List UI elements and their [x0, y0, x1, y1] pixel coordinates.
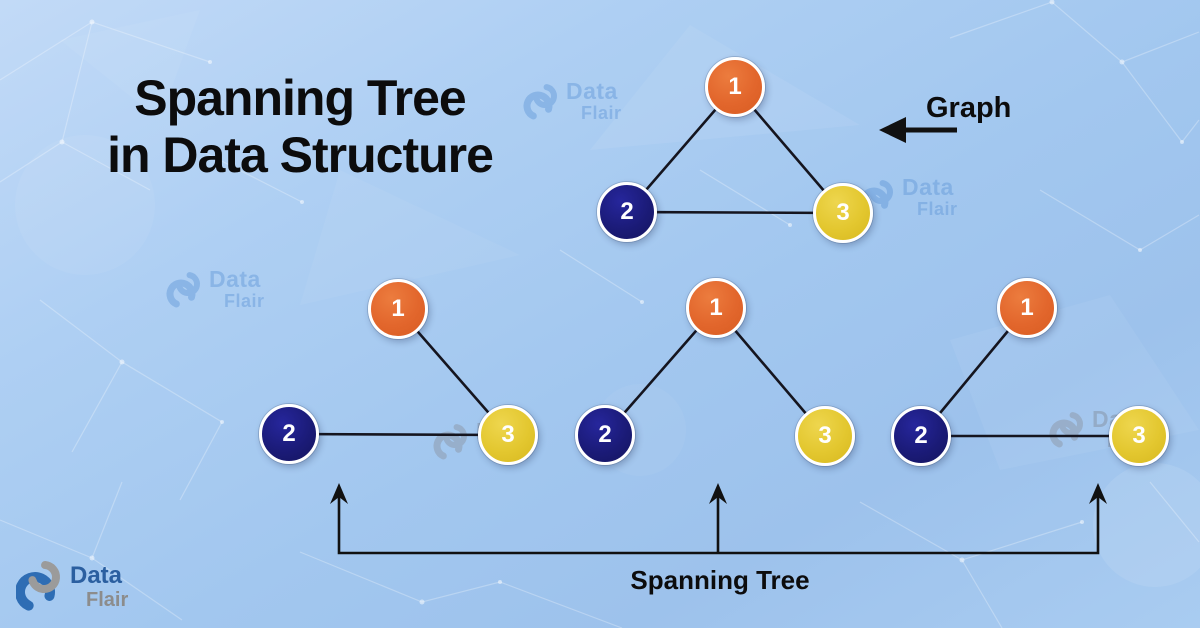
tree3-node-1: 1 [997, 278, 1057, 338]
dataflair-swirl-icon [166, 272, 200, 309]
tree3-node-3: 3 [1109, 406, 1169, 466]
page-title-line1: Spanning Tree [134, 70, 467, 126]
dataflair-swirl-icon [523, 84, 557, 121]
tree2-node-2: 2 [575, 405, 635, 465]
graph-node-3: 3 [813, 183, 873, 243]
spanning-tree-caption: Spanning Tree [630, 565, 810, 595]
tree2-node-3: 3 [795, 406, 855, 466]
watermark-data-text: Data [902, 174, 954, 200]
page-title-line2: in Data Structure [107, 127, 494, 183]
tree2-node-1: 1 [686, 278, 746, 338]
tree1-node-1: 1 [368, 279, 428, 339]
logo-flair-text: Flair [86, 589, 129, 611]
page-title: Spanning Tree in Data Structure [52, 70, 548, 184]
tree3-node-2: 2 [891, 406, 951, 466]
watermark-data-text: Data [566, 78, 618, 104]
watermark-data-text: Data [209, 266, 261, 292]
graph-node-1: 1 [705, 57, 765, 117]
dataflair-swirl-icon [433, 424, 467, 461]
tree1-node-3: 3 [478, 405, 538, 465]
dataflair-logo-icon [16, 561, 60, 612]
tree1-node-2: 2 [259, 404, 319, 464]
graph-label: Graph [926, 92, 1012, 124]
graph-node-2: 2 [597, 182, 657, 242]
dataflair-logo: Data Flair [16, 558, 128, 616]
dataflair-swirl-icon [1049, 412, 1083, 449]
watermark-flair-text: Flair [224, 291, 265, 311]
bracket-arrowheads [330, 483, 1107, 504]
watermark-flair-text: Flair [917, 199, 958, 219]
watermark-flair-text: Flair [581, 103, 622, 123]
spanning-tree-bracket [337, 495, 1100, 555]
logo-data-text: Data [70, 562, 123, 589]
